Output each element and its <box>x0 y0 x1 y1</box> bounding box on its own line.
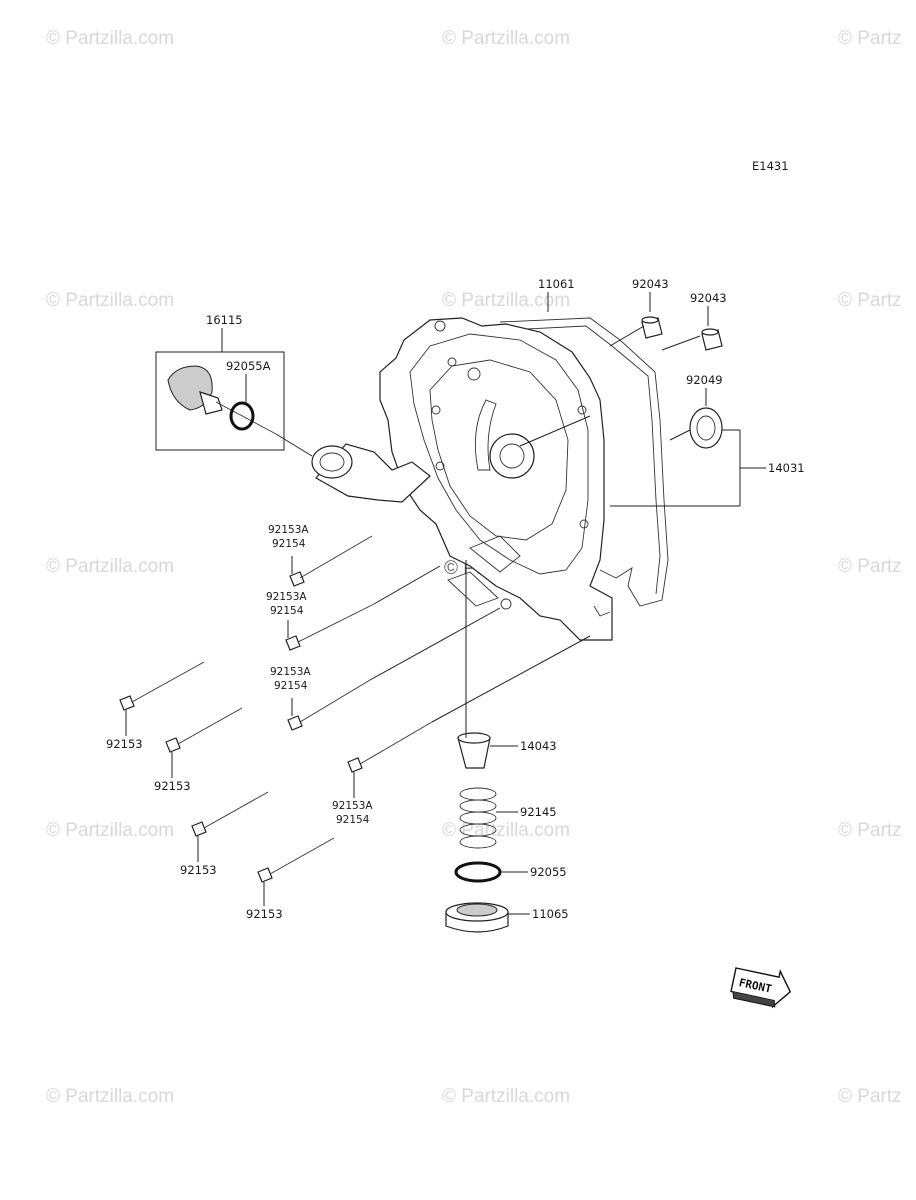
bolt-short-4 <box>257 837 335 883</box>
bolt-long-3 <box>287 679 371 731</box>
drain-plug <box>445 902 509 933</box>
part-label: 92153 <box>106 737 143 751</box>
part-label: 92043 <box>632 277 669 291</box>
part-label: 11065 <box>532 907 569 921</box>
part-label: 92055A <box>226 359 271 373</box>
watermark-edge: © Partz <box>838 556 902 577</box>
part-label: 92154 <box>274 680 308 692</box>
part-label: 14031 <box>768 461 805 475</box>
assembly-box <box>155 351 285 451</box>
o-ring-small <box>229 401 255 431</box>
bolt-short-2 <box>165 707 243 753</box>
part-label: 14043 <box>520 739 557 753</box>
bolt-long-1 <box>289 535 373 587</box>
bolt-short-1 <box>119 661 205 711</box>
watermark: © Partzilla.com <box>46 820 174 841</box>
watermark-edge: © Partz <box>838 1086 902 1107</box>
part-label: 92154 <box>270 605 304 617</box>
watermark: © Partzilla.com <box>46 556 174 577</box>
part-labels: 11061 92043 92043 92049 14031 16115 9205… <box>106 277 805 921</box>
part-label: 92153 <box>180 863 217 877</box>
bolt-short-3 <box>191 791 269 837</box>
watermark: © Partzilla.com <box>46 290 174 311</box>
diagram-code: E1431 <box>752 159 789 173</box>
watermark: © Partzilla.com <box>46 28 174 49</box>
watermark: © Partzilla.com <box>442 290 570 311</box>
watermark: © Partzilla.com <box>442 820 570 841</box>
watermark-edge: © Partz <box>838 28 902 49</box>
part-label: 92153A <box>266 591 307 603</box>
watermark: © Partzilla.com <box>442 28 570 49</box>
watermark: © Partzilla.com <box>442 1086 570 1107</box>
watermark-edge: © Partz <box>838 820 902 841</box>
knock-pin-upper <box>641 316 663 339</box>
part-label: 11061 <box>538 277 575 291</box>
part-label: 92153A <box>270 666 311 678</box>
part-label: 92145 <box>520 805 557 819</box>
oil-filler-neck <box>311 443 431 503</box>
part-label: 92153 <box>246 907 283 921</box>
part-label: 16115 <box>206 313 243 327</box>
part-label: 92055 <box>530 865 567 879</box>
oil-screen <box>457 732 491 769</box>
o-ring-large <box>454 861 502 883</box>
oil-filler-plug <box>167 365 277 435</box>
bolt-long-4 <box>347 721 433 773</box>
part-label: 92153 <box>154 779 191 793</box>
part-label: 92049 <box>686 373 723 387</box>
part-label: 92154 <box>336 814 370 826</box>
knock-pin-lower <box>701 328 723 351</box>
watermark: © Partzilla.com <box>46 1086 174 1107</box>
part-label: 92043 <box>690 291 727 305</box>
watermark-edge: © Partz <box>838 290 902 311</box>
spring <box>459 787 497 849</box>
part-label: 92153A <box>332 800 373 812</box>
front-arrow-icon: FRONT <box>730 967 792 1009</box>
leader-lines <box>125 292 766 915</box>
oil-seal <box>689 407 723 449</box>
bolt-long-2 <box>285 603 375 651</box>
part-label: 92153A <box>268 524 309 536</box>
gasket-inner-outline <box>505 325 661 595</box>
part-label: 92154 <box>272 538 306 550</box>
